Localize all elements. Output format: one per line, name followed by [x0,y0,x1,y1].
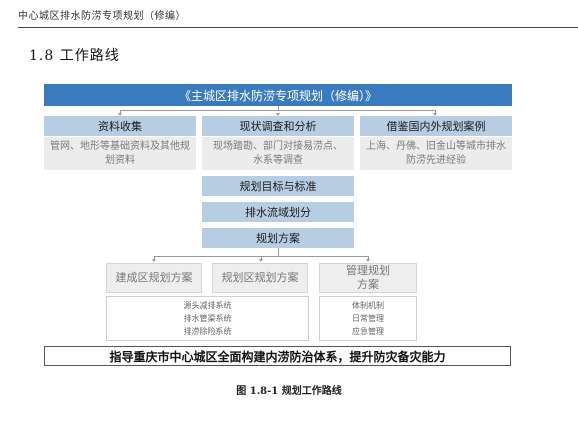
arrow-icon [433,113,437,116]
connector [278,248,279,256]
connector [435,110,436,114]
management-list: 体制机制 日常管理 应急管理 [319,296,417,341]
connector [278,106,279,111]
header-divider [18,27,578,28]
top-box-body: 管网、地形等基础资料及其他规划资料 [44,137,196,170]
arrow-icon [276,113,280,116]
figure-caption: 图 1.8-1 规划工作路线 [236,386,342,397]
top-box-title: 借鉴国内外规划案例 [360,116,512,136]
arrow-icon [152,259,156,262]
list-item: 体制机制 [352,301,384,310]
arrow-icon [118,113,122,116]
list-item: 源头减排系统 [183,301,232,310]
plan-box-management: 管理规划方案 [319,263,417,293]
connector [261,256,262,260]
step-box: 规划目标与标准 [202,176,354,196]
system-list: 源头减排系统 排水管渠系统 排涝除险系统 [106,296,309,341]
list-item: 排水管渠系统 [183,314,232,323]
list-item: 排涝除险系统 [183,327,232,336]
connector [120,110,435,111]
top-box-title: 现状调查和分析 [202,116,354,136]
connector [368,256,369,260]
top-box-body: 上海、丹佛、旧金山等城市排水防涝先进经验 [360,137,512,170]
plan-box-planning-area: 规划区规划方案 [212,263,308,293]
arrow-icon [366,259,370,262]
plan-box-built-area: 建成区规划方案 [106,263,202,293]
running-header: 中心城区排水防涝专项规划（修编） [18,11,186,22]
list-item: 日常管理 [352,314,384,323]
goal-statement: 指导重庆市中心城区全面构建内涝防治体系，提升防灾备灾能力 [44,346,511,366]
top-box-body: 现场踏勘、部门对接易涝点、水系等调查 [202,137,354,170]
connector [120,110,121,114]
connector [154,256,155,260]
list-item: 应急管理 [352,327,384,336]
step-box: 规划方案 [202,228,354,248]
step-box: 排水流域划分 [202,202,354,222]
arrow-icon [259,259,263,262]
section-title: 1.8 工作路线 [29,48,120,64]
top-box-title: 资料收集 [44,116,196,136]
diagram-banner: 《主城区排水防涝专项规划（修编）》 [44,84,512,106]
